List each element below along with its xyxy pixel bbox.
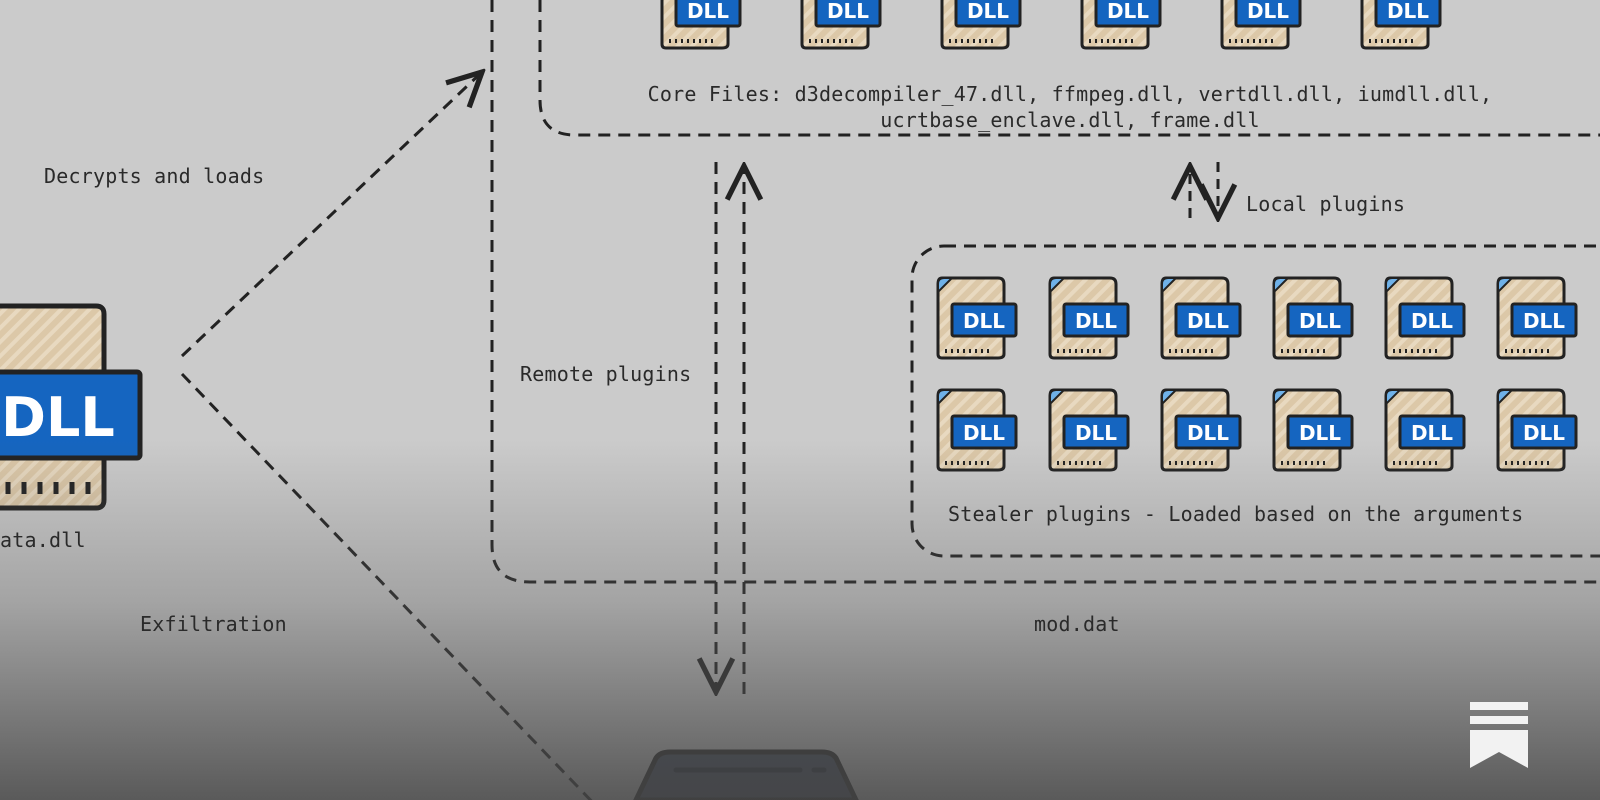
stealer-dll-grid (936, 276, 1578, 472)
mod-dat-label: mod.dat (1034, 612, 1120, 636)
dll-file-icon (1080, 0, 1162, 50)
bookmark-logo-icon (1470, 702, 1528, 768)
main-dll-icon: DLL (0, 303, 143, 511)
dll-file-icon (1384, 388, 1466, 472)
decrypts-label: Decrypts and loads (44, 164, 265, 188)
dll-file-icon (1220, 0, 1302, 50)
dll-file-icon (800, 0, 882, 50)
main-dll-filename: ata.dll (0, 528, 86, 552)
core-files-container (538, 0, 1600, 137)
dll-file-icon (936, 276, 1018, 360)
dll-file-icon (1160, 276, 1242, 360)
server-icon (633, 749, 859, 800)
dll-file-icon (1272, 388, 1354, 472)
remote-plugins-label: Remote plugins (520, 362, 692, 386)
dll-file-icon (1360, 0, 1442, 50)
core-dll-row (660, 0, 1442, 50)
decrypt-arrow (180, 72, 482, 358)
exfiltration-line (180, 372, 593, 800)
dll-file-icon (1496, 388, 1578, 472)
dll-file-icon (1272, 276, 1354, 360)
dll-file-icon (936, 388, 1018, 472)
core-files-line2: ucrtbase_enclave.dll, frame.dll (880, 108, 1260, 132)
core-files-line1: Core Files: d3decompiler_47.dll, ffmpeg.… (647, 82, 1493, 106)
dll-file-icon (1048, 388, 1130, 472)
dll-file-icon (1384, 276, 1466, 360)
dll-file-icon (660, 0, 742, 50)
dll-file-icon (1048, 276, 1130, 360)
local-plugins-label: Local plugins (1246, 192, 1406, 216)
exfiltration-label: Exfiltration (140, 612, 287, 636)
dll-file-icon (1496, 276, 1578, 360)
dll-file-icon (1160, 388, 1242, 472)
svg-text:DLL: DLL (1, 386, 115, 449)
dll-file-icon (940, 0, 1022, 50)
stealer-plugins-label: Stealer plugins - Loaded based on the ar… (948, 502, 1524, 526)
